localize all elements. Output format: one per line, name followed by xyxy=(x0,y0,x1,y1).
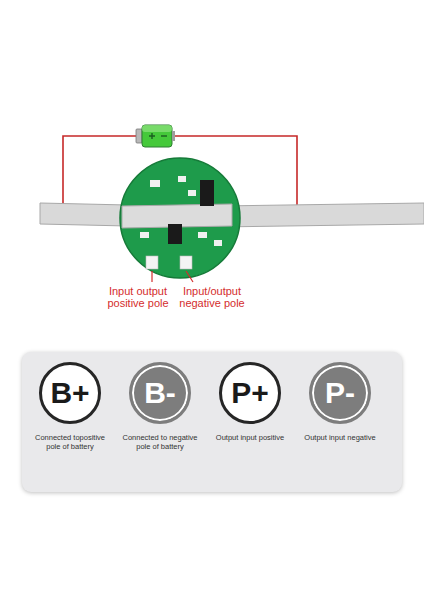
terminal-symbol: P+ xyxy=(231,376,269,410)
terminal-symbol: B- xyxy=(144,376,176,410)
terminal-caption: Output input negative xyxy=(304,433,375,442)
battery-body xyxy=(142,125,172,147)
battery-end xyxy=(172,131,175,141)
smd-part xyxy=(140,232,149,238)
terminal-caption: Output input positive xyxy=(216,433,284,442)
smd-part xyxy=(214,240,222,246)
mosfet-chip xyxy=(200,180,214,206)
nickel-strips xyxy=(40,203,424,228)
terminal-circle: B+ xyxy=(39,362,101,424)
leader-lines xyxy=(152,271,193,282)
smd-part xyxy=(150,180,160,187)
battery-plus xyxy=(149,133,155,139)
terminal-node: P+ Output input positive xyxy=(208,362,292,442)
battery-shine xyxy=(142,125,172,132)
terminal-symbol: B+ xyxy=(50,376,89,410)
pole-label: Input/output negative pole xyxy=(176,285,248,309)
smd-part xyxy=(188,190,196,196)
leader-negative xyxy=(186,271,193,282)
terminal-symbol: P- xyxy=(325,376,355,410)
leader-positive xyxy=(151,271,152,282)
smd-part xyxy=(178,176,186,182)
terminal-node: P- Output input negative xyxy=(298,362,382,442)
battery-minus xyxy=(161,135,167,136)
terminal-circle: P- xyxy=(309,362,371,424)
pole-label: Input output positive pole xyxy=(102,285,174,309)
terminal-circle: B- xyxy=(129,362,191,424)
battery-cap xyxy=(136,129,142,143)
terminal-node: B- Connected to negative pole of battery xyxy=(118,362,202,451)
battery-icon xyxy=(136,125,175,147)
ic-chip xyxy=(168,224,182,244)
pad-negative xyxy=(180,256,192,269)
terminal-circle: P+ xyxy=(219,362,281,424)
terminal-caption: Connected to negative pole of battery xyxy=(118,433,202,451)
smd-part xyxy=(198,232,207,238)
pad-positive xyxy=(146,256,158,269)
board-circle xyxy=(120,158,240,278)
pcb-board xyxy=(120,158,240,278)
terminal-caption: Connected topositive pole of battery xyxy=(28,433,112,451)
terminal-node: B+ Connected topositive pole of battery xyxy=(28,362,112,451)
